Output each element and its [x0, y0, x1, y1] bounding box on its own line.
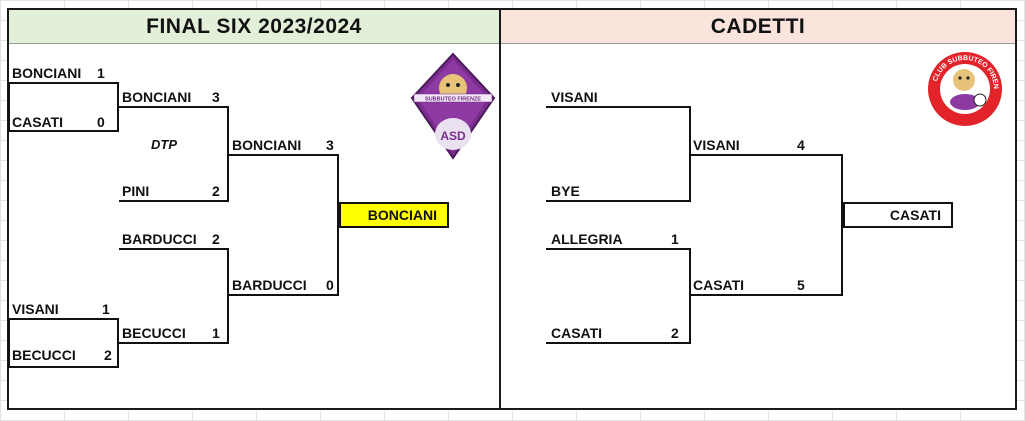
- bracket-line: [8, 318, 119, 320]
- team-name: VISANI: [693, 137, 740, 153]
- bracket-line: [689, 106, 691, 202]
- bracket-line: [546, 106, 691, 108]
- team-score: 1: [671, 231, 679, 247]
- bracket-line: [227, 248, 229, 344]
- bracket-line: [8, 366, 119, 368]
- bracket-line: [546, 200, 691, 202]
- team-name: CASATI: [12, 114, 64, 130]
- bracket-line: [546, 248, 691, 250]
- bracket-line: [119, 248, 229, 250]
- team-name: CASATI: [693, 277, 745, 293]
- bracket-line: [8, 82, 119, 84]
- bracket-line: [8, 318, 10, 368]
- bracket-line: [227, 106, 229, 202]
- team-name: VISANI: [12, 301, 59, 317]
- bracket-line: [8, 130, 119, 132]
- cadetti-winner-box: CASATI: [843, 202, 953, 228]
- club-round-logo: CLUB SUBBUTEO FIRENZE: [926, 50, 1002, 126]
- bracket-line: [691, 294, 843, 296]
- dtp-note: DTP: [151, 137, 177, 152]
- final-winner-box: BONCIANI: [339, 202, 449, 228]
- team-score: 2: [212, 231, 220, 247]
- team-name: PINI: [122, 183, 150, 199]
- team-score: 4: [797, 137, 805, 153]
- team-name: BONCIANI: [12, 65, 82, 81]
- team-name: BECUCCI: [122, 325, 186, 341]
- logo-banner-text: SUBBUTEO FIRENZE: [425, 97, 481, 103]
- bracket-line: [229, 294, 339, 296]
- club-shield-logo: SUBBUTEO FIRENZE ASD: [410, 52, 496, 160]
- team-score: 5: [797, 277, 805, 293]
- cadetti-title: CADETTI: [501, 10, 1015, 44]
- team-score: 1: [102, 301, 110, 317]
- bracket-line: [691, 154, 843, 156]
- logo-asd-text: ASD: [440, 129, 466, 143]
- bracket-line: [8, 82, 10, 132]
- bracket-line: [119, 106, 229, 108]
- bracket-line: [117, 82, 119, 132]
- team-score: 1: [97, 65, 105, 81]
- team-name: VISANI: [551, 89, 598, 105]
- team-score: 2: [671, 325, 679, 341]
- team-score: 3: [326, 137, 334, 153]
- team-score: 2: [104, 347, 112, 363]
- team-score: 3: [212, 89, 220, 105]
- team-score: 1: [212, 325, 220, 341]
- bracket-line: [229, 154, 339, 156]
- bracket-line: [119, 342, 229, 344]
- team-name: BONCIANI: [232, 137, 302, 153]
- team-score: 0: [97, 114, 105, 130]
- team-score: 2: [212, 183, 220, 199]
- team-name: BARDUCCI: [122, 231, 197, 247]
- team-name: BECUCCI: [12, 347, 76, 363]
- team-name: BONCIANI: [122, 89, 192, 105]
- bracket-line: [689, 248, 691, 344]
- bracket-line: [337, 154, 339, 296]
- team-name: ALLEGRIA: [551, 231, 623, 247]
- bracket-line: [546, 342, 691, 344]
- team-score: 0: [326, 277, 334, 293]
- team-name: CASATI: [551, 325, 603, 341]
- final-six-title: FINAL SIX 2023/2024: [9, 10, 499, 44]
- team-name: BARDUCCI: [232, 277, 307, 293]
- team-name: BYE: [551, 183, 580, 199]
- bracket-line: [117, 318, 119, 368]
- bracket-line: [841, 154, 843, 296]
- bracket-line: [119, 200, 229, 202]
